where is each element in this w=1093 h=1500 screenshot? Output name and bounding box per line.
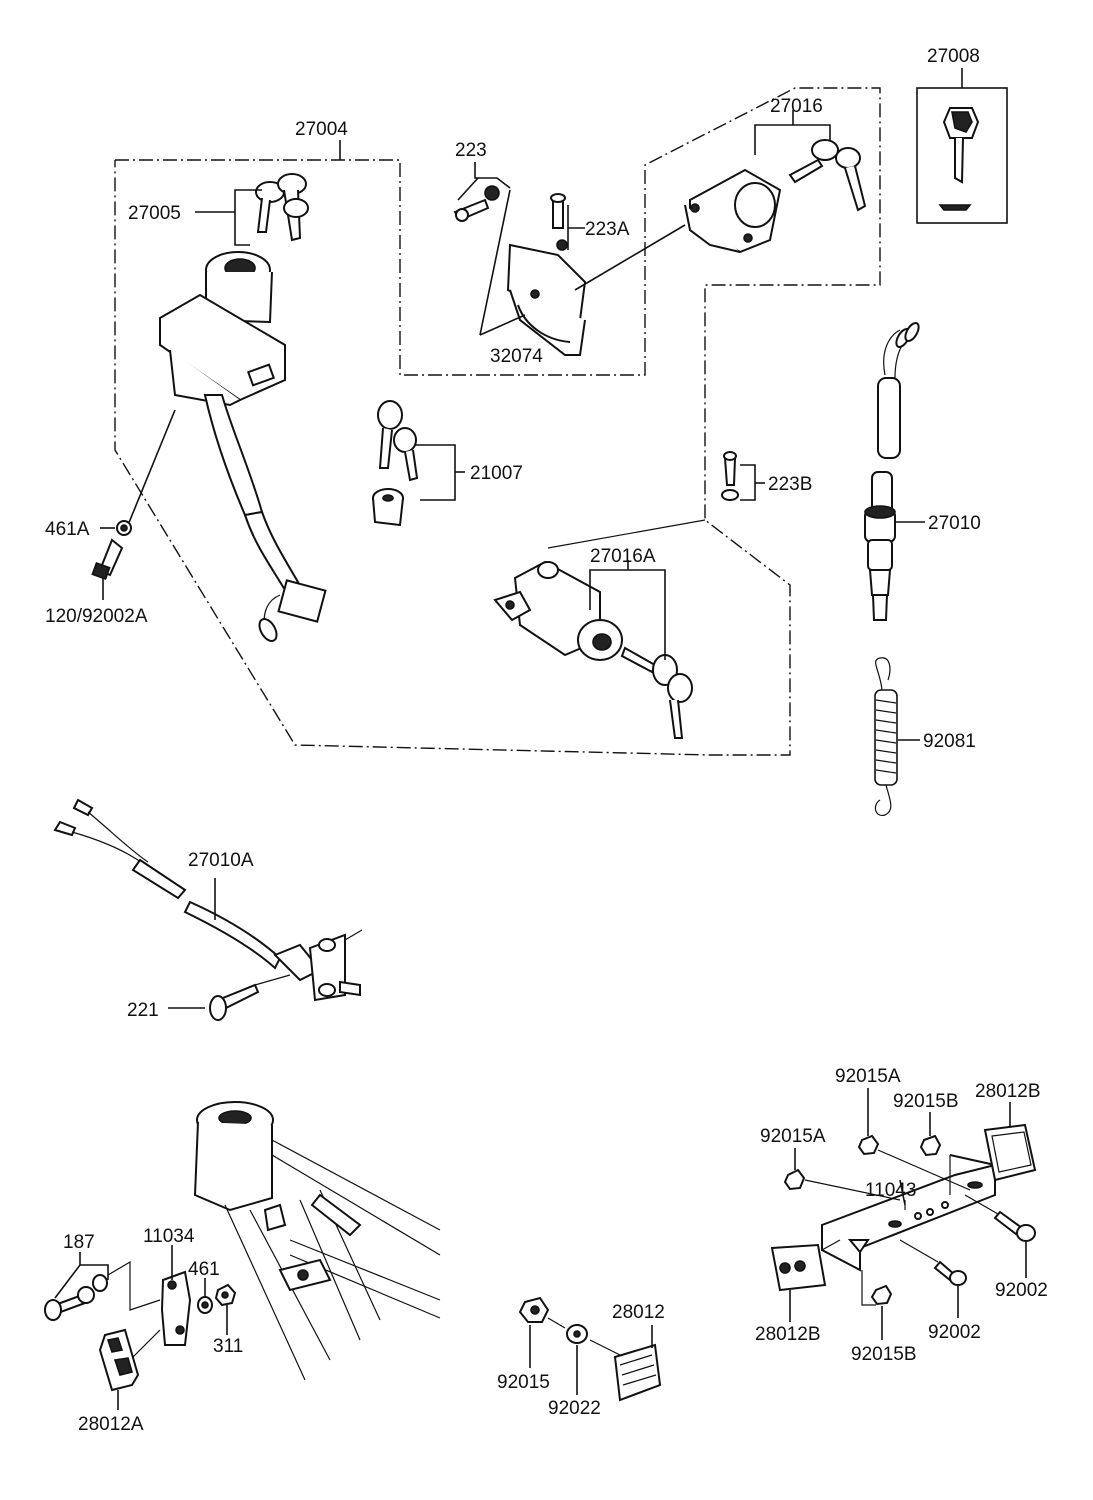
label-28012B-top: 28012B — [975, 1081, 1041, 1102]
label-92002-bottom: 92002 — [928, 1322, 981, 1343]
screw-223A-icon — [550, 193, 585, 251]
label-21007: 21007 — [470, 463, 523, 484]
washer-461A-icon — [100, 520, 132, 536]
ignition-switch-icon — [127, 251, 327, 642]
key-card-27008-icon — [916, 68, 1008, 224]
lock-27016A-icon — [493, 560, 623, 661]
label-461A: 461A — [45, 519, 90, 540]
label-223A: 223A — [585, 219, 630, 240]
spring-92081-icon — [874, 657, 920, 817]
label-27008: 27008 — [927, 46, 980, 67]
label-223: 223 — [455, 140, 487, 161]
assembly-boundary-27004 — [114, 87, 881, 756]
nut-92015A-top-icon — [857, 1088, 971, 1191]
label-11034: 11034 — [143, 1226, 195, 1247]
bracket-32074-icon — [479, 189, 587, 356]
screw-221-icon — [168, 974, 291, 1021]
label-311: 311 — [213, 1336, 243, 1357]
bolt-187-icon — [44, 1252, 161, 1321]
label-120-92002A: 120/92002A — [45, 606, 148, 627]
reflector-28012B-bottom-icon — [770, 1239, 841, 1322]
bolt-92002-right-icon — [964, 1194, 1036, 1278]
key-set-27005-icon — [195, 173, 309, 246]
bracket-11034-icon — [129, 1245, 192, 1361]
washer-461-icon — [197, 1278, 213, 1314]
bolt-120-92002A-icon — [91, 538, 124, 600]
label-223B: 223B — [768, 474, 812, 495]
label-221: 221 — [127, 1000, 159, 1021]
nut-92015B-top-icon — [919, 1112, 942, 1157]
bolt-92002-bottom-icon — [899, 1239, 967, 1318]
switch-27010A-icon — [53, 798, 363, 1002]
nut-92015-icon — [518, 1296, 566, 1368]
label-27010: 27010 — [928, 513, 981, 534]
label-11043: 11043 — [865, 1180, 916, 1201]
nut-92015A-left-icon — [783, 1148, 901, 1201]
label-461: 461 — [188, 1259, 220, 1280]
label-92081: 92081 — [923, 731, 976, 752]
label-28012: 28012 — [612, 1302, 665, 1323]
label-27010A: 27010A — [188, 850, 254, 871]
bracket-11043-icon — [821, 1154, 996, 1272]
lock-cylinder-21007-icon — [372, 488, 404, 527]
label-27004: 27004 — [295, 119, 348, 140]
label-92002-right: 92002 — [995, 1280, 1048, 1301]
label-187: 187 — [63, 1232, 95, 1253]
label-92015B-bottom: 92015B — [851, 1344, 917, 1365]
label-32074: 32074 — [490, 346, 543, 367]
switch-27010-icon — [864, 321, 925, 621]
nut-92015B-bottom-icon — [861, 1270, 893, 1340]
washer-92022-icon — [566, 1324, 621, 1395]
frame-section-icon — [193, 1101, 441, 1381]
key-set-27016A-icon — [589, 560, 693, 739]
label-27016A: 27016A — [590, 546, 656, 567]
steering-lock-27016-icon — [574, 168, 782, 291]
part-labels: 27004 27005 461A 120/92002A 223 223A 320… — [45, 46, 1048, 1435]
label-92015A-left: 92015A — [760, 1126, 826, 1147]
label-27005: 27005 — [128, 203, 181, 224]
key-set-27016-icon — [754, 110, 867, 212]
label-92022: 92022 — [548, 1398, 601, 1419]
reflector-28012-icon — [613, 1325, 662, 1402]
label-92015: 92015 — [497, 1372, 550, 1393]
label-28012B-bottom: 28012B — [755, 1324, 821, 1345]
screw-223B-icon — [547, 451, 765, 549]
label-27016: 27016 — [770, 96, 823, 117]
nut-311-icon — [214, 1283, 237, 1335]
screw-223-icon — [453, 162, 511, 222]
label-28012A: 28012A — [78, 1414, 144, 1435]
key-set-21007-icon — [377, 400, 465, 501]
label-92015A-top: 92015A — [835, 1066, 901, 1087]
reflector-28012A-icon — [98, 1328, 140, 1410]
reflector-28012B-top-icon — [983, 1102, 1037, 1182]
label-92015B-top: 92015B — [893, 1091, 959, 1112]
